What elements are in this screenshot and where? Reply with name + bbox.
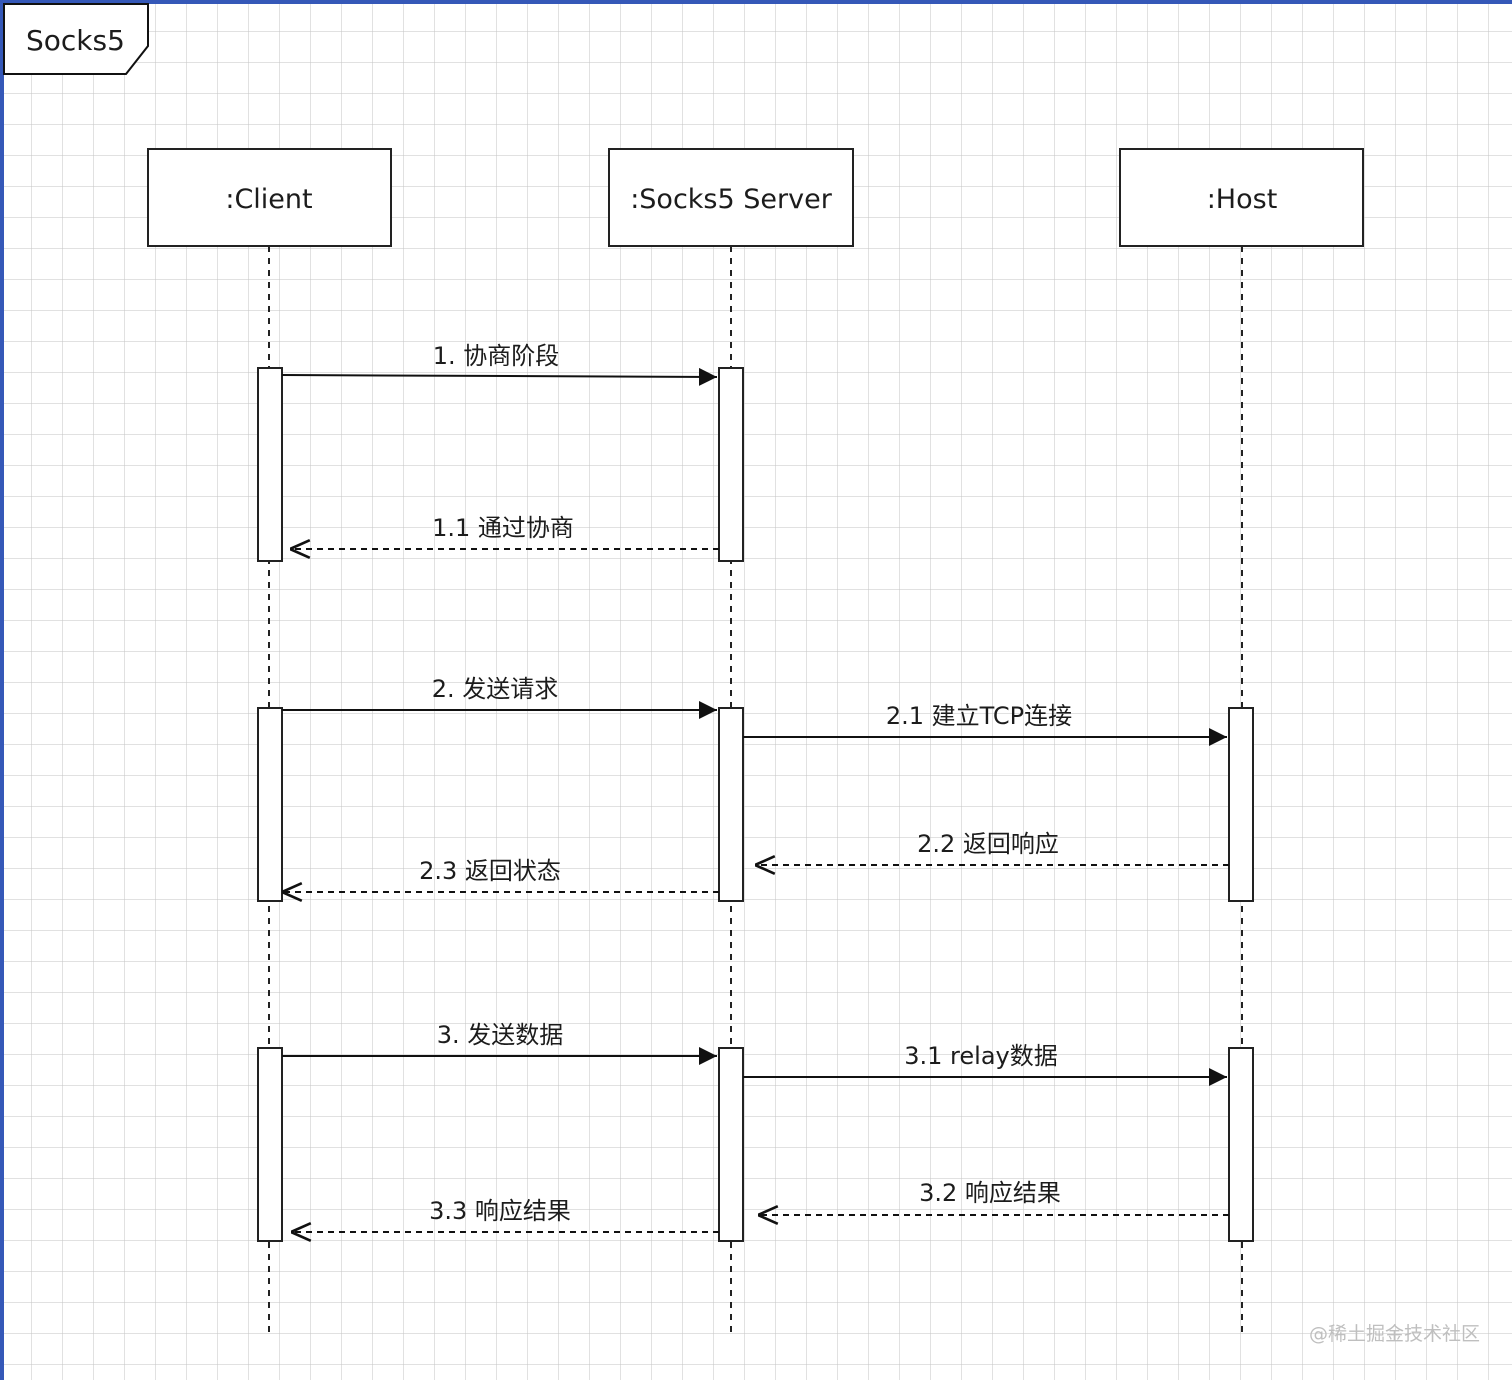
activation-server-1 [718,367,744,562]
message-1: 1. 协商阶段 [281,342,718,386]
message-2-label: 2. 发送请求 [432,675,559,703]
message-3-3: 3.3 响应结果 [291,1197,719,1232]
message-1-1-label: 1.1 通过协商 [432,514,574,542]
activation-client-2 [257,707,283,902]
participant-client: :Client [147,148,392,247]
message-2-1-label: 2.1 建立TCP连接 [886,702,1072,730]
message-2-1: 2.1 建立TCP连接 [743,702,1227,746]
participant-client-label: :Client [225,184,312,215]
message-2-2: 2.2 返回响应 [755,830,1229,865]
participant-host-label: :Host [1207,184,1278,215]
activation-host-3 [1228,1047,1254,1242]
activation-server-3 [718,1047,744,1242]
participant-server: :Socks5 Server [608,148,854,247]
message-2-2-label: 2.2 返回响应 [917,830,1059,858]
message-3-1-label: 3.1 relay数据 [904,1042,1057,1070]
activation-bars [257,367,1254,1242]
frame-border-left [0,0,4,1380]
message-3-1: 3.1 relay数据 [743,1042,1227,1086]
activation-client-1 [257,367,283,562]
participant-host: :Host [1119,148,1364,247]
frame-border-top [0,0,1512,4]
message-1-label: 1. 协商阶段 [433,342,560,370]
message-1-1: 1.1 通过协商 [290,514,719,549]
watermark: @稀土掘金技术社区 [1308,1323,1480,1345]
message-2-3: 2.3 返回状态 [282,857,719,892]
frame-tab: Socks5 [3,3,149,75]
messages: 1. 协商阶段 1.1 通过协商 2. 发送请求 2.1 建立TCP连接 2.2… [281,342,1229,1232]
message-3: 3. 发送数据 [282,1021,717,1065]
message-3-3-label: 3.3 响应结果 [429,1197,571,1225]
message-2-3-label: 2.3 返回状态 [419,857,561,885]
message-3-2-label: 3.2 响应结果 [919,1179,1061,1207]
frame-title: Socks5 [26,24,125,57]
activation-host-2 [1228,707,1254,902]
message-3-label: 3. 发送数据 [437,1021,564,1049]
lifelines [268,246,1243,1335]
message-3-2: 3.2 响应结果 [758,1179,1229,1215]
participant-server-label: :Socks5 Server [630,184,833,215]
message-2: 2. 发送请求 [282,675,717,719]
activation-server-2 [718,707,744,902]
activation-client-3 [257,1047,283,1242]
